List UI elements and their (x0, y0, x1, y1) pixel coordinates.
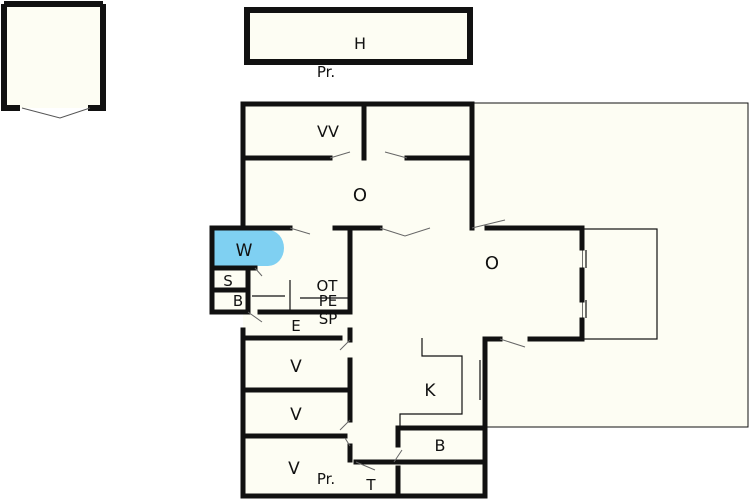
bath-highlight (214, 230, 284, 266)
thin-walls (252, 250, 587, 428)
outbuilding-h (244, 7, 473, 65)
label-sp: SP (319, 310, 338, 328)
outbuilding-left (1, 1, 106, 119)
walls (209, 101, 585, 499)
label-b-right: B (435, 436, 446, 455)
label-pr-bottom: Pr. (317, 470, 335, 488)
label-ot: OT (317, 277, 339, 295)
label-v1: V (290, 357, 302, 377)
label-k: K (424, 381, 436, 401)
label-pe: PE (319, 292, 338, 310)
label-v3: V (288, 459, 300, 479)
label-e: E (291, 317, 300, 335)
label-o-main: O (485, 253, 499, 274)
label-o-upper: O (353, 185, 367, 206)
door-swings (247, 151, 526, 471)
label-vv: VV (317, 122, 339, 141)
label-v2: V (290, 405, 302, 425)
label-pr-top: Pr. (317, 63, 335, 81)
balcony-area (581, 228, 658, 340)
label-t: T (365, 476, 376, 494)
label-w: W (236, 241, 253, 261)
house-floor (212, 104, 582, 496)
label-s: S (223, 272, 233, 290)
label-h: H (354, 34, 366, 53)
label-b-small: B (233, 292, 243, 310)
